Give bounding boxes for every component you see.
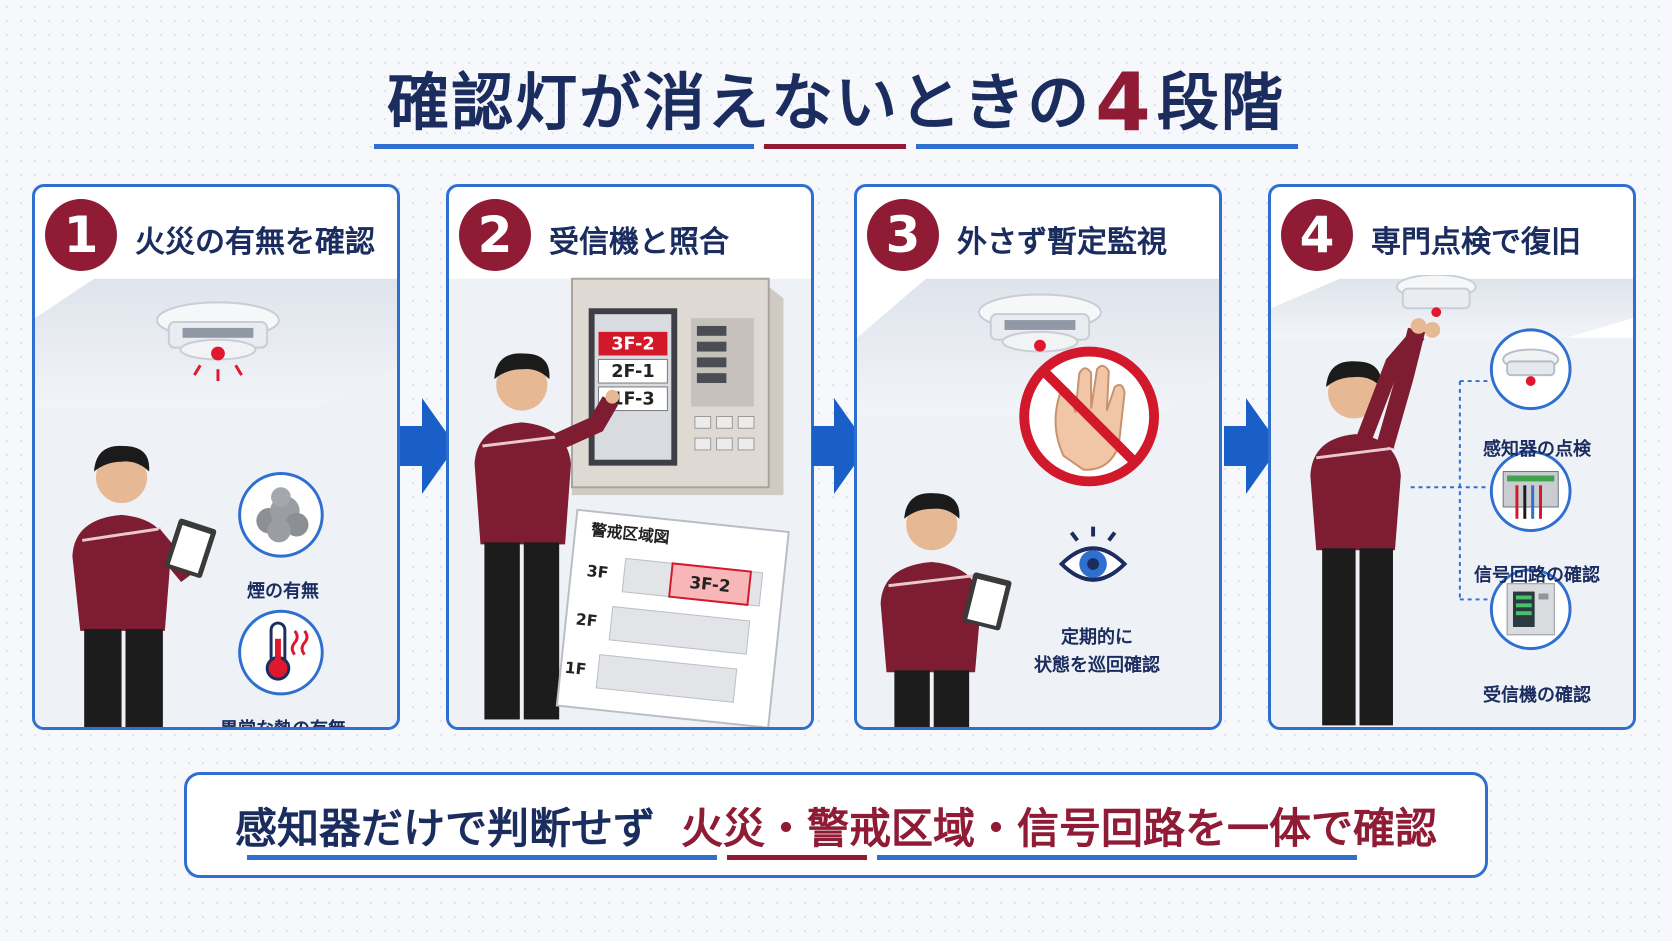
summary-text: 感知器だけで判断せず火災・警戒区域・信号回路を一体で確認 (187, 795, 1485, 856)
zone-map: 警戒区域図 3F 2F 1F 3F-2 (555, 508, 790, 727)
thermometer-icon (238, 609, 324, 696)
arrow-right-icon-1 (400, 398, 456, 494)
label-heat: 異常な熱の有無 (220, 719, 346, 730)
step-title-1: 火災の有無を確認 (135, 225, 375, 260)
smoke-icon (238, 472, 324, 558)
detector-check-icon (1489, 328, 1572, 411)
step-number-1: 1 (45, 199, 117, 271)
title-underline-middle (764, 144, 906, 149)
summary-part-2: 火災・警戒区域・信号回路を一体で確認 (681, 804, 1438, 853)
summary-box: 感知器だけで判断せず火災・警戒区域・信号回路を一体で確認 (184, 772, 1488, 878)
label-smoke: 煙の有無 (247, 581, 319, 602)
label-patrol-check: 状態を巡回確認 (1034, 655, 1160, 676)
page-title: 確認灯が消えないときの4段階 (0, 52, 1672, 149)
step-number-2: 2 (459, 199, 531, 271)
summary-underline-right (877, 855, 1357, 860)
title-underline-left (374, 144, 754, 149)
arrow-right-icon-2 (812, 398, 868, 494)
summary-underline-middle (727, 855, 867, 860)
panel-zone-2: 2F-1 (611, 362, 655, 382)
step-number-4: 4 (1281, 199, 1353, 271)
title-main: 確認灯が消えないときの (387, 66, 1092, 139)
title-suffix: 段階 (1156, 66, 1285, 139)
arrow-right-icon-3 (1224, 398, 1280, 494)
smoke-detector-icon (1395, 275, 1477, 318)
title-underline-right (916, 144, 1298, 149)
map-floor-3f: 3F (586, 561, 610, 582)
worker-figure (72, 445, 217, 727)
worker-figure (474, 353, 620, 720)
summary-underline-left (247, 855, 717, 860)
label-receiver-check: 受信機の確認 (1483, 685, 1591, 706)
eye-icon (1058, 526, 1128, 582)
label-periodic: 定期的に (1061, 627, 1133, 648)
map-floor-2f: 2F (575, 609, 599, 630)
step-title-4: 専門点検で復旧 (1371, 225, 1581, 260)
step-panel-4: 4 専門点検で復旧 感知器の点検 信号回路の確認 受信機の確認 (1268, 184, 1636, 730)
summary-part-1: 感知器だけで判断せず (234, 804, 655, 853)
step-panel-1: 1 火災の有無を確認 煙の有無 異常な熱の有無 (32, 184, 400, 730)
label-signal-circuit: 信号回路の確認 (1474, 565, 1600, 586)
step3-illustration (857, 278, 1219, 727)
smoke-detector-icon (977, 293, 1102, 353)
step1-illustration (35, 278, 397, 727)
title-number: 4 (1095, 56, 1153, 149)
step-panel-2: 3F-2 2F-1 1F-3 警戒区域図 3F 2F 1F 3F-2 2 (446, 184, 814, 730)
step-title-2: 受信機と照合 (549, 225, 729, 260)
smoke-detector-icon (155, 301, 280, 382)
step-panel-3: 3 外さず暫定監視 定期的に 状態を巡回確認 (854, 184, 1222, 730)
worker-figure (1310, 318, 1441, 726)
label-detector-check: 感知器の点検 (1483, 439, 1591, 460)
step4-illustration (1271, 275, 1633, 727)
map-floor-1f: 1F (564, 658, 588, 679)
worker-figure (880, 493, 1012, 727)
step-title-3: 外さず暫定監視 (957, 225, 1167, 260)
panel-zone-1: 3F-2 (611, 335, 655, 355)
step-number-3: 3 (867, 199, 939, 271)
map-highlight-zone: 3F-2 (689, 572, 732, 596)
step2-illustration: 3F-2 2F-1 1F-3 警戒区域図 3F 2F 1F 3F-2 (449, 277, 811, 727)
receiver-check-icon (1489, 568, 1572, 651)
panel-zone-3: 1F-3 (611, 390, 655, 410)
signal-circuit-icon (1489, 450, 1572, 533)
do-not-remove-icon (1019, 346, 1159, 487)
